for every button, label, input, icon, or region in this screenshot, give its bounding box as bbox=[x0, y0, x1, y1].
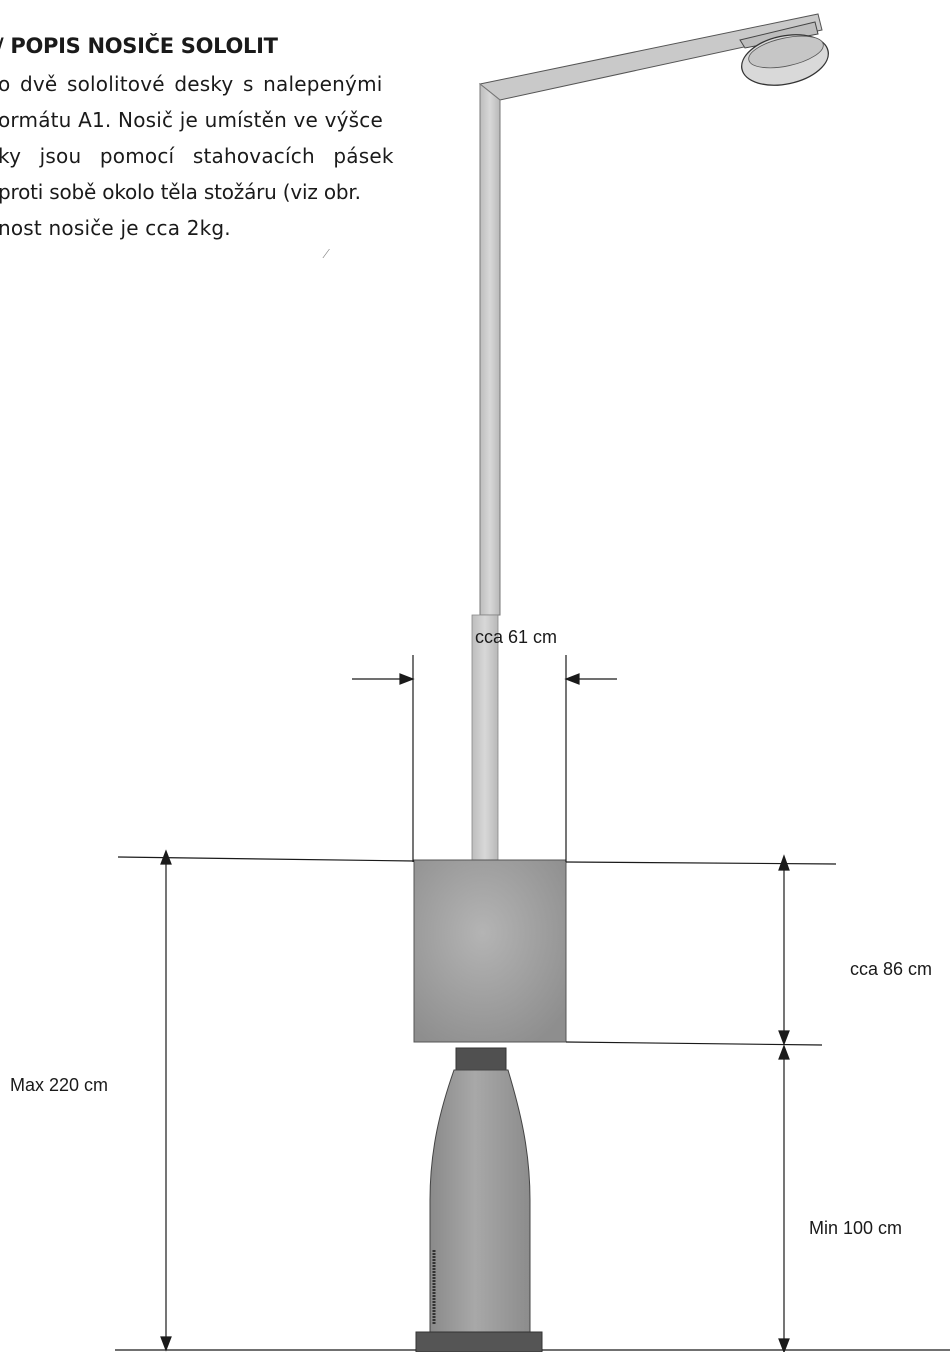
min-height-dimension bbox=[778, 1044, 790, 1352]
section-heading: / POPIS NOSIČE SOLOLIT bbox=[0, 34, 278, 58]
board-height-dimension bbox=[565, 854, 837, 1046]
pole-base bbox=[429, 1069, 531, 1333]
max-height-label: Max 220 cm bbox=[10, 1075, 108, 1095]
board-height-label: cca 86 cm bbox=[850, 959, 932, 979]
width-dimension bbox=[352, 655, 617, 862]
description-line-4: proti sobě okolo těla stožáru (viz obr. bbox=[0, 180, 361, 204]
description-line-2: ormátu A1. Nosič je umístěn ve výšce bbox=[0, 108, 383, 132]
description-line-3: ky jsou pomocí stahovacích pásek bbox=[0, 144, 394, 168]
stray-mark: ⁄ bbox=[322, 247, 330, 262]
pole-collar bbox=[455, 1047, 507, 1071]
base-foot bbox=[415, 1331, 543, 1352]
pole-lower bbox=[471, 614, 499, 861]
min-height-label: Min 100 cm bbox=[809, 1218, 902, 1238]
width-label: cca 61 cm bbox=[475, 627, 557, 647]
sololit-board bbox=[413, 859, 567, 1043]
description-line-5: nost nosiče je cca 2kg. bbox=[0, 216, 231, 240]
description-line-1: o dvě sololitové desky s nalepenými bbox=[0, 72, 383, 96]
pole-upper bbox=[479, 82, 501, 616]
lamp-head bbox=[739, 21, 829, 86]
max-height-dimension bbox=[115, 849, 950, 1352]
